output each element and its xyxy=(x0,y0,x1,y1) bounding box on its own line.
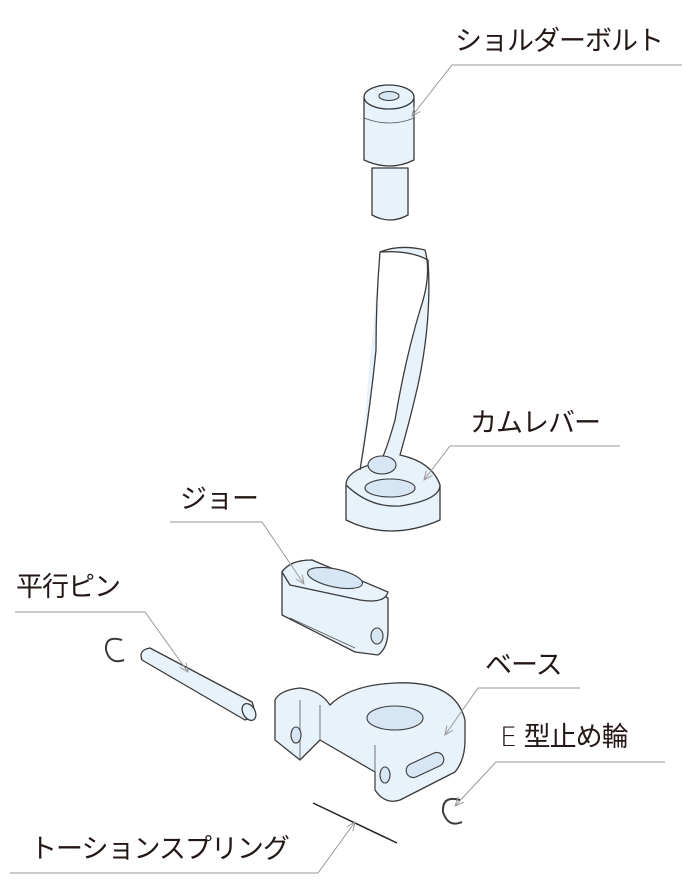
base-part xyxy=(274,682,466,802)
label-jaw: ジョー xyxy=(180,484,259,515)
cam-lever-part xyxy=(345,246,441,532)
label-e-ring: E 型止め輪 xyxy=(500,722,629,753)
e-ring-part xyxy=(104,637,463,825)
label-torsion-spring: トーションスプリング xyxy=(30,834,290,865)
leader-lines xyxy=(10,64,682,874)
parallel-pin-part xyxy=(140,647,257,722)
jaw-part xyxy=(281,559,389,656)
shoulder-bolt-part xyxy=(363,84,415,221)
label-base: ベース xyxy=(485,650,563,681)
torsion-spring-part xyxy=(312,802,398,844)
label-parallel-pin: 平行ピン xyxy=(16,572,121,603)
label-shoulder-bolt: ショルダーボルト xyxy=(455,26,664,57)
label-cam-lever: カムレバー xyxy=(470,408,601,439)
